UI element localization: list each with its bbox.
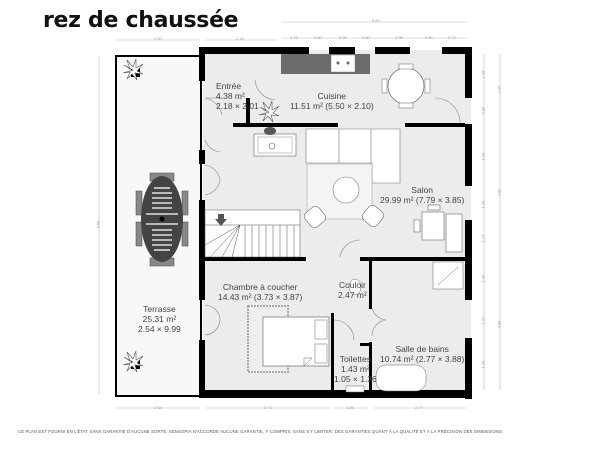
dining-table-icon bbox=[381, 63, 431, 109]
dim-right-8: 1.39 bbox=[480, 360, 486, 369]
terrace-table-icon bbox=[135, 172, 189, 267]
sideboard-icon bbox=[253, 127, 297, 157]
bathroom-fixtures bbox=[345, 261, 464, 393]
dim-top-overall: 5.50 bbox=[372, 18, 380, 23]
dim-right-3: 1.90 bbox=[480, 152, 486, 161]
room-name: Salon bbox=[411, 185, 434, 195]
room-label-couloir: Couloir 2.47 m² bbox=[338, 280, 367, 300]
dim-top2-7: 0.73 bbox=[448, 35, 456, 40]
dim-right-6: 1.30 bbox=[480, 274, 486, 283]
room-name: Terrasse bbox=[143, 304, 176, 314]
page-title: rez de chaussée bbox=[43, 8, 239, 33]
bathtub-icon bbox=[375, 364, 427, 392]
room-area: 2.47 m² bbox=[338, 290, 367, 300]
sink-icon bbox=[330, 54, 356, 73]
room-label-toilettes: Toilettes 1.43 m² 1.05 × 1.36 bbox=[334, 354, 377, 384]
desk-icon bbox=[413, 204, 463, 253]
room-name: Couloir bbox=[338, 280, 366, 290]
room-area-dims: 11.51 m² (5.50 × 2.10) bbox=[290, 101, 374, 111]
room-label-cuisine: Cuisine 11.51 m² (5.50 × 2.10) bbox=[290, 91, 374, 111]
room-name: Toilettes bbox=[339, 354, 371, 364]
room-label-chambre: Chambre à coucher 14.43 m² (3.73 × 3.87) bbox=[218, 282, 302, 302]
dim-top-1: 2.50 bbox=[154, 36, 162, 41]
dim-bottom-2: 3.73 bbox=[264, 405, 272, 410]
dim-right-4: 1.01 bbox=[480, 200, 486, 209]
arrow-down-icon bbox=[215, 214, 227, 226]
dim-right-1: 1.38 bbox=[480, 70, 486, 79]
dim-top2-4: 0.80 bbox=[362, 35, 370, 40]
room-area: 1.43 m² bbox=[340, 364, 370, 374]
dim-right-outer-2: 3.85 bbox=[496, 188, 502, 197]
room-dims: 2.18 × 2.01 bbox=[216, 101, 259, 111]
plant-icon bbox=[122, 58, 280, 373]
dim-top2-3: 0.39 bbox=[339, 35, 347, 40]
dim-right-outer-3: 3.88 bbox=[496, 320, 502, 329]
dim-top2-2: 0.80 bbox=[314, 35, 322, 40]
room-label-terrasse: Terrasse 25.31 m² 2.54 × 9.99 bbox=[138, 304, 181, 334]
room-dims: 2.54 × 9.99 bbox=[138, 324, 181, 334]
armchair-icon bbox=[304, 205, 384, 228]
room-area: 25.31 m² bbox=[142, 314, 177, 324]
dim-left-overall: 9.99 bbox=[95, 220, 101, 229]
dim-top2-1: 0.73 bbox=[290, 35, 298, 40]
room-name: Entrée bbox=[216, 81, 242, 91]
dim-right-7: 1.12 bbox=[480, 316, 486, 325]
doors bbox=[204, 79, 461, 341]
dimension-lines bbox=[98, 21, 501, 409]
dim-top2-6: 0.80 bbox=[425, 35, 433, 40]
shower-icon bbox=[432, 261, 464, 290]
room-area-dims: 14.43 m² (3.73 × 3.87) bbox=[218, 292, 303, 302]
room-label-salon: Salon 29.99 m² (7.79 × 3.85) bbox=[380, 185, 464, 205]
kitchen-counter bbox=[281, 54, 370, 74]
dim-bottom-4: 2.77 bbox=[415, 405, 423, 410]
room-label-entree: Entrée 4.38 m² 2.18 × 2.01 bbox=[216, 81, 259, 111]
room-name: Salle de bains bbox=[395, 344, 449, 354]
dim-top2-5: 1.05 bbox=[395, 35, 403, 40]
walls bbox=[199, 47, 472, 399]
room-label-salle-de-bains: Salle de bains 10.74 m² (2.77 × 3.88) bbox=[380, 344, 464, 364]
room-name: Chambre à coucher bbox=[222, 282, 298, 292]
dim-top-2: 2.15 bbox=[236, 36, 244, 41]
dim-bottom-3: 1.05 bbox=[346, 405, 354, 410]
coffee-table-icon bbox=[332, 176, 360, 204]
room-dims: 1.05 × 1.36 bbox=[334, 374, 377, 384]
dim-bottom-1: 2.54 bbox=[154, 405, 162, 410]
room-area: 4.38 m² bbox=[216, 91, 245, 101]
disclaimer-text: CE PLAN EST FOURNI EN L'ÉTAT SANS GARANT… bbox=[18, 429, 504, 434]
bed-icon bbox=[247, 305, 330, 373]
dim-right-2: 0.84 bbox=[480, 106, 486, 115]
room-area-dims: 29.99 m² (7.79 × 3.85) bbox=[380, 195, 465, 205]
room-name: Cuisine bbox=[317, 91, 347, 101]
dim-right-outer-1: 2.10 bbox=[496, 85, 502, 94]
dim-right-5: 1.15 bbox=[480, 234, 486, 243]
room-area-dims: 10.74 m² (2.77 × 3.88) bbox=[380, 354, 465, 364]
